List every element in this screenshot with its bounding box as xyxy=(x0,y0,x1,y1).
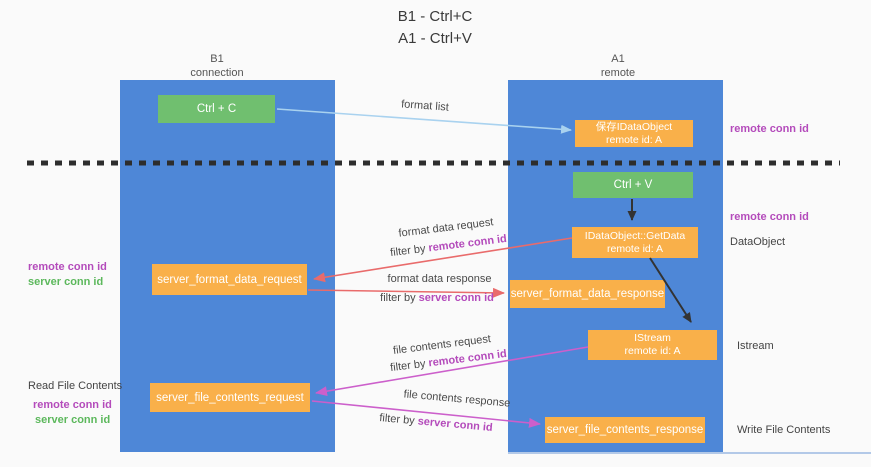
annotation-read-file-contents: Read File Contents xyxy=(28,380,123,392)
filter-by-text-1: filter by xyxy=(389,242,430,260)
node-server-file-contents-request: server_file_contents_request xyxy=(150,383,310,412)
node-ctrl-v-label: Ctrl + V xyxy=(613,179,653,191)
remote-conn-id-text-1: remote conn id xyxy=(427,232,508,255)
label-format-data-response: format data response xyxy=(387,273,492,285)
label-file-contents-response: file contents response xyxy=(403,388,511,410)
label-filter-by-server-conn-id-1: filter by server conn id xyxy=(377,292,497,304)
node-istream-line2: remote id: A xyxy=(624,345,681,357)
node-istream-line1: IStream xyxy=(634,332,671,344)
label-filter-by-server-conn-id-2: filter by server conn id xyxy=(376,412,497,434)
annotation-remote-conn-id-mid-right: remote conn id xyxy=(730,211,809,223)
lifeline-header-b1: B1 connection xyxy=(157,52,277,80)
node-format-request-label: server_format_data_request xyxy=(157,273,302,286)
server-conn-id-text-1: server conn id xyxy=(418,292,494,304)
lifeline-b1-role: connection xyxy=(190,67,244,79)
title-line-2: A1 - Ctrl+V xyxy=(398,30,472,47)
lifeline-a1-role: remote xyxy=(600,67,636,79)
node-getdata-line2: remote id: A xyxy=(606,242,664,255)
annotation-write-file-contents: Write File Contents xyxy=(737,424,831,436)
node-server-format-data-response: server_format_data_response xyxy=(510,280,665,308)
node-ctrl-c-label: Ctrl + C xyxy=(196,103,237,115)
filter-by-text-3: filter by xyxy=(389,357,430,375)
node-ctrl-v: Ctrl + V xyxy=(573,172,693,198)
node-ctrl-c: Ctrl + C xyxy=(158,95,275,123)
annotation-server-conn-id-left-1: server conn id xyxy=(28,276,104,288)
annotation-remote-conn-id-top-right: remote conn id xyxy=(730,123,809,135)
lifeline-header-a1: A1 remote xyxy=(558,52,678,80)
node-server-file-contents-response: server_file_contents_response xyxy=(545,417,705,443)
diagram-title: B1 - Ctrl+C A1 - Ctrl+V xyxy=(285,6,585,50)
lifeline-b1-name: B1 xyxy=(210,53,224,65)
node-getdata-line1: IDataObject::GetData xyxy=(584,229,686,242)
node-istream: IStream remote id: A xyxy=(588,330,717,360)
node-getdata: IDataObject::GetData remote id: A xyxy=(572,227,698,258)
bottom-edge-line xyxy=(508,452,871,454)
annotation-dataobject: DataObject xyxy=(730,236,786,248)
label-format-list: format list xyxy=(400,98,450,114)
node-file-request-label: server_file_contents_request xyxy=(156,391,304,404)
node-save-dataobject-line1: 保存IDataObject xyxy=(595,120,673,133)
node-save-dataobject-line2: remote id: A xyxy=(605,133,663,146)
lifeline-a1-name: A1 xyxy=(611,53,625,65)
node-file-response-label: server_file_contents_response xyxy=(546,424,704,436)
annotation-remote-conn-id-left-2: remote conn id xyxy=(33,399,112,411)
node-save-dataobject: 保存IDataObject remote id: A xyxy=(575,120,693,147)
annotation-istream: Istream xyxy=(737,340,774,352)
node-server-format-data-request: server_format_data_request xyxy=(152,264,307,295)
annotation-server-conn-id-left-2: server conn id xyxy=(35,414,111,426)
title-line-1: B1 - Ctrl+C xyxy=(397,8,473,25)
annotation-remote-conn-id-left-1: remote conn id xyxy=(28,261,107,273)
filter-by-text-2: filter by xyxy=(380,292,419,304)
server-conn-id-text-2: server conn id xyxy=(417,415,494,434)
node-format-response-label: server_format_data_response xyxy=(510,288,665,300)
filter-by-text-4: filter by xyxy=(378,412,419,428)
